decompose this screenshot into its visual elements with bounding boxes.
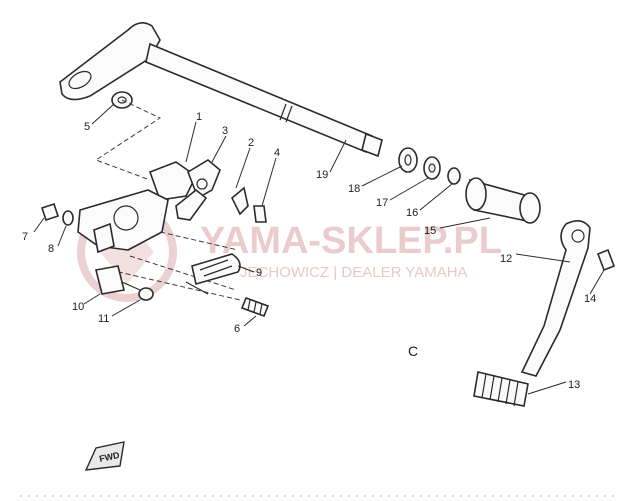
watermark-sub: JECHOWICZ | DEALER YAMAHA bbox=[240, 264, 468, 281]
callout-17: 17 bbox=[376, 197, 388, 209]
guide-line-4 bbox=[109, 269, 241, 301]
guide-line-1 bbox=[94, 99, 162, 181]
callout-11: 11 bbox=[98, 313, 109, 325]
bolt-7 bbox=[40, 202, 60, 222]
callout-3: 3 bbox=[222, 125, 228, 137]
callout-8: 8 bbox=[48, 243, 54, 255]
callout-1: 1 bbox=[196, 111, 202, 123]
callout-numbers: 1 2 3 4 5 6 7 8 9 10 11 12 13 14 15 16 1… bbox=[22, 111, 596, 391]
callout-7: 7 bbox=[22, 231, 28, 243]
callout-10: 10 bbox=[72, 301, 84, 313]
pin-4 bbox=[253, 205, 267, 223]
callout-19: 19 bbox=[316, 169, 328, 181]
washer-8 bbox=[62, 210, 74, 226]
callout-6: 6 bbox=[234, 323, 240, 335]
watermark-main: YAMA-SKLEP.PL bbox=[200, 220, 502, 262]
fwd-label: FWD bbox=[98, 450, 121, 464]
bolt-14 bbox=[596, 248, 616, 272]
callout-12: 12 bbox=[500, 253, 512, 265]
shift-shaft bbox=[59, 22, 383, 158]
shift-arm-assembly bbox=[148, 159, 249, 221]
shift-lever-body bbox=[77, 189, 169, 254]
guide-line-2 bbox=[159, 231, 239, 251]
washer-16 bbox=[447, 167, 461, 185]
callout-13: 13 bbox=[568, 379, 580, 391]
callout-4: 4 bbox=[274, 147, 280, 159]
callout-16: 16 bbox=[406, 207, 418, 219]
leader-lines bbox=[33, 103, 605, 395]
washer-11 bbox=[138, 287, 154, 301]
washer-17 bbox=[423, 156, 441, 180]
callout-9: 9 bbox=[256, 267, 262, 279]
shift-pedal-12 bbox=[520, 220, 591, 377]
bolt-10 bbox=[95, 265, 141, 295]
callout-5: 5 bbox=[84, 121, 90, 133]
fwd-arrow-icon: FWD bbox=[84, 441, 125, 471]
callout-18: 18 bbox=[348, 183, 360, 195]
callout-2: 2 bbox=[248, 137, 254, 149]
spring-9 bbox=[185, 253, 241, 295]
bolt-6 bbox=[240, 296, 270, 318]
section-mark: C bbox=[408, 343, 418, 359]
callout-14: 14 bbox=[584, 293, 596, 305]
callout-15: 15 bbox=[424, 225, 436, 237]
pedal-rubber-13 bbox=[473, 371, 529, 407]
collar-15 bbox=[465, 177, 541, 224]
washer-18 bbox=[398, 147, 418, 173]
guide-line-3 bbox=[129, 255, 237, 291]
